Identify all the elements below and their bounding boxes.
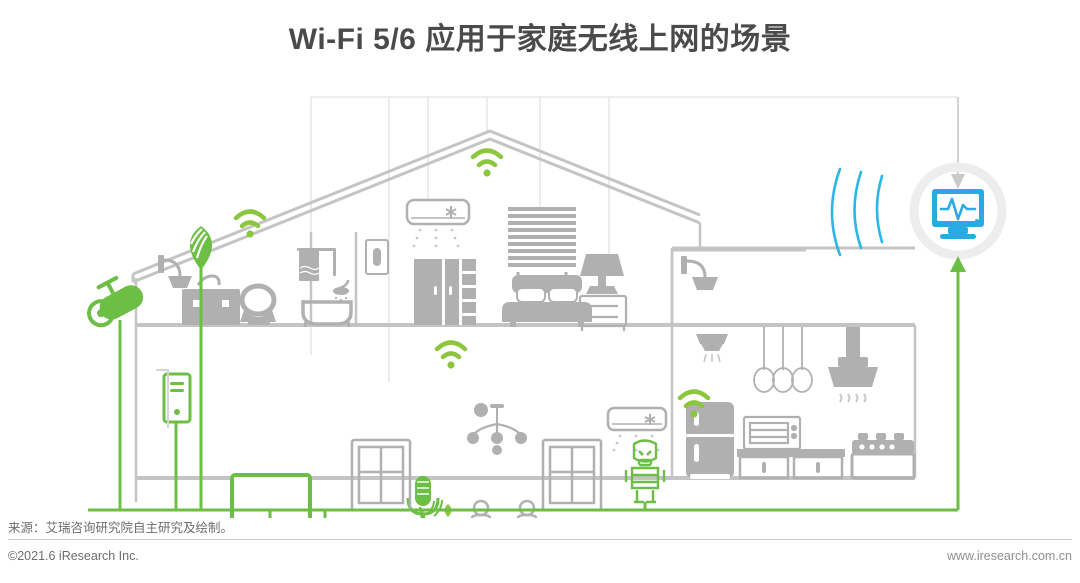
wardrobe [414,259,476,325]
wall-lamp-left [158,255,192,288]
wifi-badge-living [434,340,468,369]
water-heater [365,239,389,275]
green-connection-bus [88,268,960,518]
wifi-badge-attic [470,148,504,177]
left-pipe [156,369,169,428]
monitor-pulse-icon [932,189,984,239]
air-conditioner-bedroom [405,198,471,248]
window-living [350,438,412,512]
towel-rack [297,248,336,281]
air-conditioner-living [606,406,668,452]
website-link[interactable]: www.iresearch.com.cn [946,549,1072,563]
stove-oven [850,433,916,480]
footer-divider [8,539,1072,540]
source-note: 来源：艾瑞咨询研究院自主研究及绘制。 [8,521,234,535]
bathtub-shower [301,279,353,327]
bed [502,275,592,327]
figure-footer: 来源：艾瑞咨询研究院自主研究及绘制。 ©2021.6 iResearch Inc… [0,517,1080,583]
wall-lamp-right [681,256,718,290]
range-hood [828,327,878,403]
wireless-signal-waves [830,167,884,257]
gray-gateway-feed [951,97,965,189]
green-uplink-arrow [950,256,966,272]
home-wifi-illustration [0,72,1080,518]
wifi-badge-kitchen [677,389,711,418]
sink-vanity [182,274,240,325]
smart-tv[interactable] [230,473,312,518]
home-robot[interactable] [624,439,666,504]
wifi-badge-upper-left [233,209,267,238]
dining-table [470,403,538,518]
nightstand-lamp [578,254,628,331]
toilet [239,283,277,325]
pendant-lights [753,327,813,393]
monitoring-terminal[interactable] [909,162,1007,260]
kitchen-cabinets [737,449,845,480]
page-title: Wi-Fi 5/6 应用于家庭无线上网的场景 [288,23,792,56]
microwave-oven [742,415,802,451]
refrigerator [686,402,734,479]
window-living-2 [541,438,603,512]
chandelier [467,404,527,455]
copyright-note: ©2021.6 iResearch Inc. [8,549,139,563]
smoke-detector [696,334,728,363]
security-camera[interactable] [78,269,147,330]
gray-feed-lines [310,96,958,382]
